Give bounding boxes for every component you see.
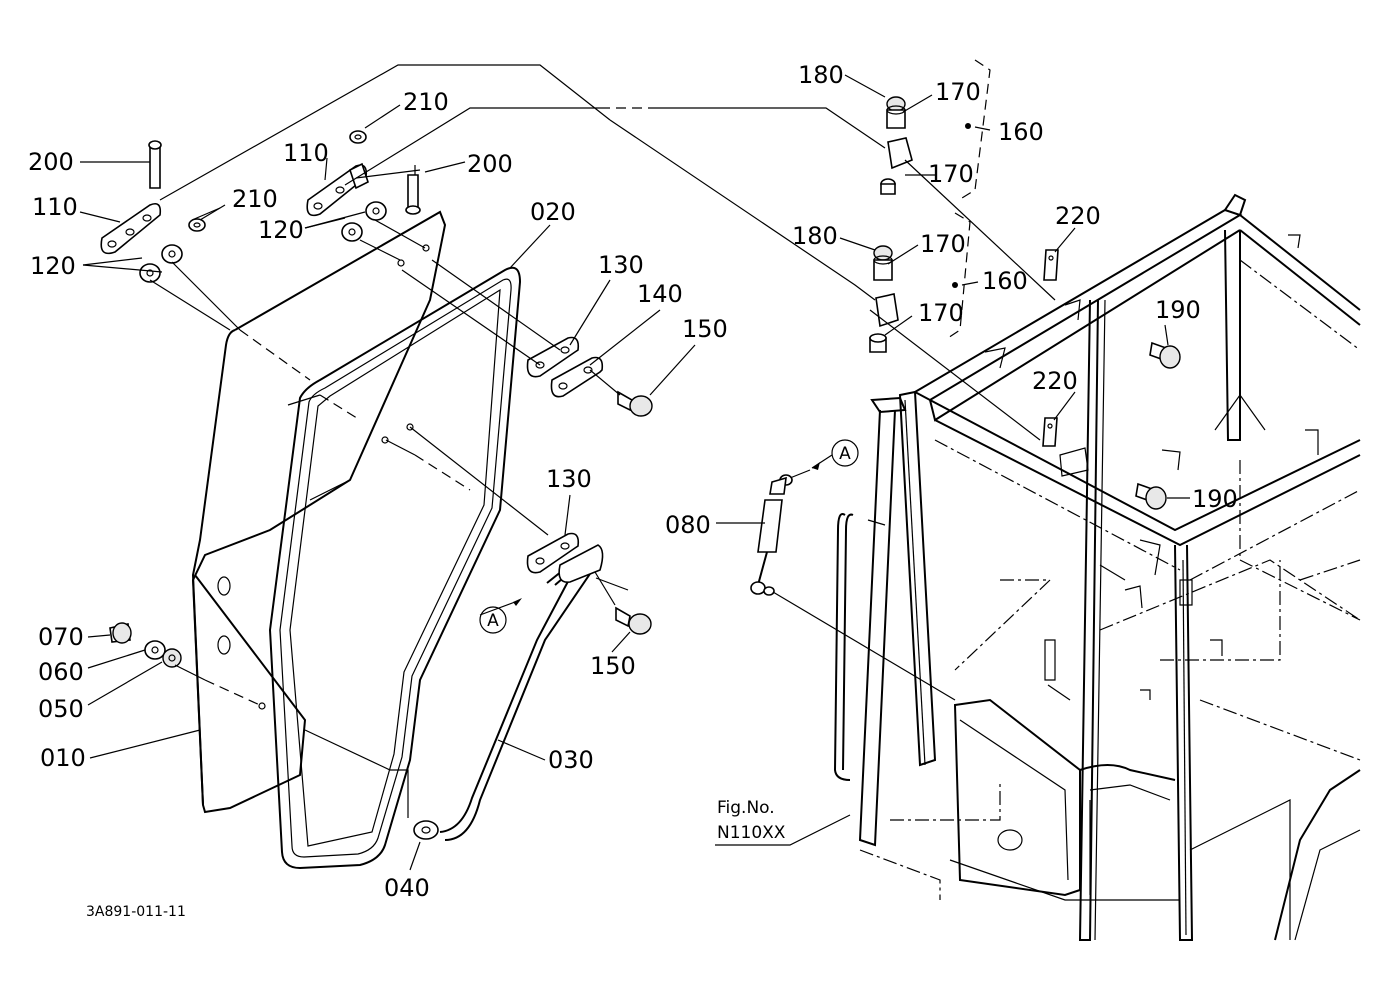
callout-110-left: 110 <box>32 193 78 221</box>
callout-180-lower: 180 <box>792 222 838 250</box>
callout-200-right: 200 <box>467 150 513 178</box>
marker-a-label-left: A <box>487 611 499 631</box>
callout-150-upper: 150 <box>682 315 728 343</box>
callout-140: 140 <box>637 280 683 308</box>
callout-130-lower: 130 <box>546 465 592 493</box>
washer-060 <box>144 640 166 660</box>
bracket-marker-lower <box>952 282 958 288</box>
fig-ref-label: Fig.No. <box>717 798 775 818</box>
callout-190-upper: 190 <box>1155 296 1201 324</box>
leader-lines <box>79 64 1190 871</box>
bracket-group-brace-upper <box>961 59 991 199</box>
callout-070: 070 <box>38 623 84 651</box>
fig-ref-number: N110XX <box>717 823 786 843</box>
knob-190-lower <box>1135 482 1167 510</box>
bolt-lower <box>615 606 652 635</box>
bracket-group-brace-lower <box>944 212 971 341</box>
callout-200-left: 200 <box>28 148 74 176</box>
hinge-assembly-left <box>100 140 206 283</box>
callout-220-upper: 220 <box>1055 202 1101 230</box>
callout-120-right: 120 <box>258 216 304 244</box>
hinge-plate-upper <box>526 336 580 378</box>
callout-170-lower-top: 170 <box>920 230 966 258</box>
plate-220-lower <box>1042 417 1058 447</box>
nut-050 <box>162 648 182 668</box>
callout-180-upper: 180 <box>798 61 844 89</box>
reference-marker-a-right: A <box>812 439 859 470</box>
callout-190-lower: 190 <box>1192 485 1238 513</box>
door-glass-panel <box>191 210 447 814</box>
callout-120-left: 120 <box>30 252 76 280</box>
callout-160-lower: 160 <box>982 267 1028 295</box>
callout-050: 050 <box>38 695 84 723</box>
callout-130-upper: 130 <box>598 251 644 279</box>
callout-040: 040 <box>384 874 430 902</box>
door-seal-frame <box>268 266 522 870</box>
door-handle-rod <box>413 552 600 841</box>
cab-frame <box>833 193 1361 941</box>
callout-160-upper: 160 <box>998 118 1044 146</box>
knob-190-upper <box>1149 341 1181 369</box>
bolt-070 <box>109 622 132 644</box>
callout-210-left: 210 <box>232 185 278 213</box>
callout-020: 020 <box>530 198 576 226</box>
callout-170-upper-bottom: 170 <box>928 160 974 188</box>
plate-220-upper <box>1043 249 1059 281</box>
hinge-plate-washer <box>550 356 604 398</box>
callout-170-upper-top: 170 <box>935 78 981 106</box>
gas-strut <box>750 469 811 596</box>
callout-170-lower-bottom: 170 <box>918 299 964 327</box>
marker-a-label-right: A <box>839 444 851 464</box>
reference-marker-a-left: A <box>479 598 522 634</box>
bracket-marker-upper <box>965 123 971 129</box>
callout-150-lower: 150 <box>590 652 636 680</box>
callout-080: 080 <box>665 511 711 539</box>
bolt-upper <box>617 390 653 417</box>
hinge-bracket-upper <box>880 96 913 195</box>
callout-030: 030 <box>548 746 594 774</box>
callout-210-right: 210 <box>403 88 449 116</box>
callout-labels: 200 110 120 210 210 110 120 200 020 130 … <box>28 61 1238 902</box>
hinge-plate-lower <box>526 532 604 583</box>
diagram-code: 3A891-011-11 <box>86 904 186 920</box>
callout-110-right: 110 <box>283 139 329 167</box>
callout-220-lower: 220 <box>1032 367 1078 395</box>
callout-060: 060 <box>38 658 84 686</box>
callout-010: 010 <box>40 744 86 772</box>
